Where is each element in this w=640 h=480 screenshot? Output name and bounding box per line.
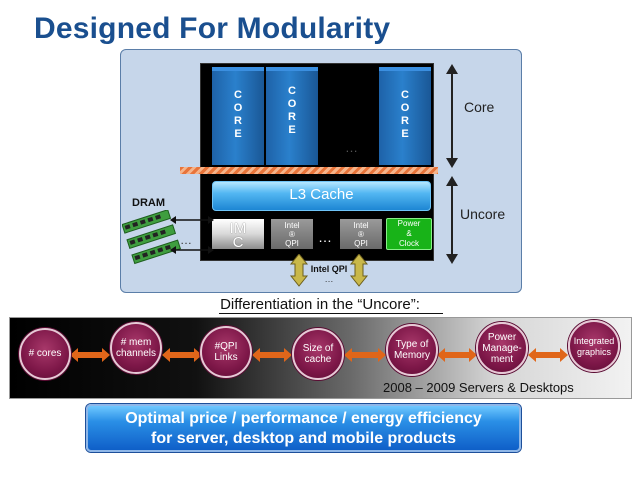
qpi-bus-ellipsis: … [324,274,334,284]
slide-title: Designed For Modularity [34,12,391,45]
power-clock-block [386,218,432,250]
double-arrow-horizontal-icon [170,216,214,254]
double-arrow-horizontal-icon [162,348,202,362]
qpi-block-1 [271,219,313,249]
imc-label: IM C [229,220,247,251]
diff-item-power-management [476,322,528,374]
double-arrow-horizontal-icon [70,348,110,362]
l3-cache-label: L3 Cache [289,186,354,203]
core-uncore-divider [180,167,438,174]
diff-item-label: Size of cache [302,343,334,365]
double-arrow-horizontal-icon [252,348,292,362]
differentiation-underline [219,313,443,314]
core-label: C O R E [400,89,410,140]
diff-item-label: #QPI Links [214,341,238,363]
diff-item-cores [19,328,71,380]
diff-item-mem-channels [110,322,162,374]
dram-ellipsis: … [180,233,192,247]
differentiation-title: Differentiation in the “Uncore”: [220,296,420,313]
double-arrow-horizontal-icon [437,348,477,362]
core-ellipsis: … [345,140,358,155]
core-label: C O R E [287,85,297,136]
bidirectional-bus-arrow-icon [289,254,369,287]
l3-cache-block [212,181,431,211]
diff-item-memory-type [386,324,438,376]
qpi-bus-label: Intel QPI [310,264,348,274]
qpi-label: Intel ® QPI [284,221,300,248]
core-block-3: C O R E [379,67,431,165]
core-label: C O R E [233,89,243,140]
qpi-block-2 [340,219,382,249]
core-block-1: C O R E [212,67,264,165]
qpi-ellipsis: … [318,229,332,245]
diff-item-label: # cores [28,348,62,359]
diff-item-label: Power Manage- ment [482,332,522,365]
imc-block [212,219,264,249]
core-region-label: Core [464,99,495,115]
double-arrow-horizontal-icon [528,348,568,362]
qpi-label: Intel ® QPI [353,221,369,248]
diff-item-qpi-links [200,326,252,378]
differentiation-subtitle: 2008 – 2009 Servers & Desktops [383,380,574,395]
dram-label: DRAM [132,197,165,209]
efficiency-banner [86,404,521,452]
uncore-region-label: Uncore [460,206,506,222]
double-arrow-vertical-icon [446,64,458,264]
banner-line-2: for server, desktop and mobile products [151,430,456,447]
diff-item-label: Integrated graphics [573,336,615,357]
diff-item-label: # mem channels [115,337,157,359]
double-arrow-horizontal-icon [344,348,386,362]
diff-item-label: Type of Memory [393,339,431,361]
core-block-2: C O R E [266,67,318,165]
diff-item-integrated-graphics [568,320,620,372]
banner-line-1: Optimal price / performance / energy eff… [125,410,482,427]
diff-item-cache-size [292,328,344,380]
power-clock-label: Power & Clock [397,219,421,248]
dram-module-icon [122,210,182,265]
